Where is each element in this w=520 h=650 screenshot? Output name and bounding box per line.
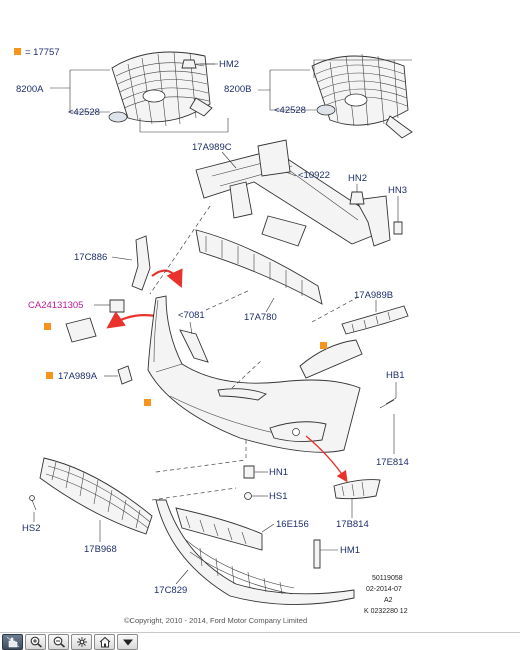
lower-bumper-16e156 xyxy=(155,499,355,605)
bracket-17a989a xyxy=(117,365,133,385)
arrow-red-2 xyxy=(106,311,157,329)
emblem-b xyxy=(316,104,336,116)
select-tool-button[interactable] xyxy=(2,633,23,650)
screw-hs2 xyxy=(31,499,37,511)
meta-line-3: A2 xyxy=(384,597,393,604)
label-17a780: 17A780 xyxy=(244,312,277,323)
label-17a989b: 17A989B xyxy=(354,290,393,301)
home-icon xyxy=(99,636,110,647)
parts-diagram: = 17757 8200A <42528 HM2 8200B <42528 17… xyxy=(14,47,413,625)
part-7081 xyxy=(179,329,209,363)
menu-dropdown-button[interactable] xyxy=(117,633,138,650)
label-42528-a: <42528 xyxy=(68,107,100,118)
viewer-toolbar xyxy=(0,632,520,650)
zoom-in-button[interactable] xyxy=(25,633,46,650)
nut-hn2 xyxy=(349,191,365,205)
label-17a989a: 17A989A xyxy=(58,371,98,382)
nut-hn1 xyxy=(243,465,255,479)
arrow-red-1 xyxy=(151,268,183,289)
marker-bumper xyxy=(144,399,151,406)
dropdown-arrow-icon xyxy=(122,639,133,645)
grille-8200b xyxy=(311,53,413,139)
home-button[interactable] xyxy=(94,633,115,650)
meta-line-2: 02-2014-07 xyxy=(366,586,402,593)
bumper-cover xyxy=(147,295,361,453)
screw-hs1 xyxy=(244,492,252,500)
label-17e814: 17E814 xyxy=(376,457,409,468)
marker-right xyxy=(320,342,327,349)
clip-hm2 xyxy=(181,59,197,69)
fit-to-window-icon xyxy=(76,636,87,647)
label-8200a: 8200A xyxy=(16,84,44,95)
label-17b968: 17B968 xyxy=(84,544,117,555)
lower-grille-17b968 xyxy=(39,457,153,535)
label-hm2: HM2 xyxy=(219,59,239,70)
label-ca24131305: CA24131305 xyxy=(28,300,83,311)
label-7081: <7081 xyxy=(178,310,205,321)
legend-marker xyxy=(14,48,21,55)
grille-8200a xyxy=(111,51,213,127)
nut-hn3 xyxy=(393,221,403,235)
label-17a989c: 17A989C xyxy=(192,142,232,153)
copyright-text: ©Copyright, 2010 - 2014, Ford Motor Comp… xyxy=(124,616,307,625)
label-hs2: HS2 xyxy=(22,523,40,534)
clip-hm1 xyxy=(313,539,321,569)
fit-to-window-button[interactable] xyxy=(71,633,92,650)
hand-pointer-icon xyxy=(6,636,19,647)
headlamp-bracket-right xyxy=(299,339,363,379)
bezel-17b814 xyxy=(333,479,381,500)
zoom-out-icon xyxy=(53,636,65,648)
label-hn2: HN2 xyxy=(348,173,367,184)
meta-line-1: 50119058 xyxy=(372,575,403,582)
label-8200b: 8200B xyxy=(224,84,251,95)
label-hn1: HN1 xyxy=(269,467,288,478)
meta-line-4: K 0232280 12 xyxy=(364,608,408,615)
marker-17a989a xyxy=(46,372,53,379)
zoom-out-button[interactable] xyxy=(48,633,69,650)
label-16e156: 16E156 xyxy=(276,519,309,530)
arrow-red-3 xyxy=(305,435,348,483)
label-hb1: HB1 xyxy=(386,370,404,381)
label-10922: <10922 xyxy=(298,170,330,181)
energy-absorber xyxy=(195,229,323,305)
legend-text: = 17757 xyxy=(25,47,60,58)
label-42528-b: <42528 xyxy=(274,105,306,116)
label-17c886: 17C886 xyxy=(74,252,107,263)
bracket-17c886 xyxy=(131,235,151,291)
reinforcement-beam xyxy=(195,139,391,247)
zoom-in-icon xyxy=(30,636,42,648)
label-hs1: HS1 xyxy=(269,491,287,502)
label-17c829: 17C829 xyxy=(154,585,187,596)
label-17b814: 17B814 xyxy=(336,519,369,530)
bolt-hb1 xyxy=(379,397,397,409)
label-hn3: HN3 xyxy=(388,185,407,196)
emblem-a xyxy=(108,111,128,123)
label-hm1: HM1 xyxy=(340,545,360,556)
sensor-ca24131305 xyxy=(109,299,125,313)
sensor-bracket xyxy=(65,317,97,343)
marker-sensor xyxy=(44,323,51,330)
bracket-17a989b xyxy=(341,305,409,335)
